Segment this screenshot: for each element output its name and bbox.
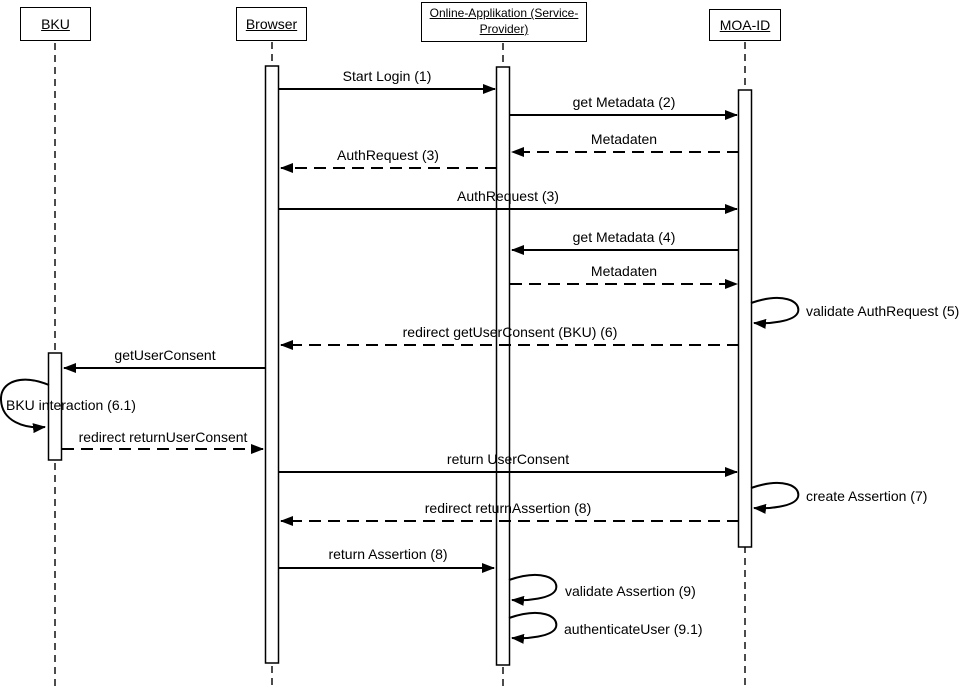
- message-label-authenticateuser: authenticateUser (9.1): [564, 621, 703, 637]
- message-label-authrequest-forward: AuthRequest (3): [457, 188, 559, 204]
- activation-bar-bku: [47, 352, 63, 461]
- message-label-redirect-getuserconsent: redirect getUserConsent (BKU) (6): [402, 324, 618, 340]
- message-label-metadaten-2: Metadaten: [590, 131, 658, 147]
- message-label-validate-authrequest: validate AuthRequest (5): [806, 303, 960, 319]
- participant-box-browser: Browser: [236, 7, 307, 41]
- participant-label-bku: BKU: [41, 15, 70, 32]
- self-loop-validate-authrequest: [750, 297, 800, 329]
- participant-box-bku: BKU: [20, 7, 91, 41]
- message-label-authrequest-redirect: AuthRequest (3): [337, 147, 439, 163]
- self-loop-create-assertion: [750, 482, 800, 514]
- message-label-start-login: Start Login (1): [342, 68, 432, 84]
- participant-box-online-applikation: Online-Applikation (Service- Provider): [421, 2, 587, 42]
- participant-label-online-applikation-line2: Provider): [479, 22, 529, 36]
- participant-label-browser: Browser: [245, 15, 298, 32]
- self-loop-authenticateuser: [508, 612, 558, 644]
- message-label-redirect-returnuserconsent: redirect returnUserConsent: [78, 429, 248, 445]
- participant-box-moa-id: MOA-ID: [709, 9, 781, 41]
- participant-label-moa-id: MOA-ID: [719, 16, 771, 33]
- message-label-bku-interaction: BKU interaction (6.1): [6, 397, 136, 413]
- message-label-return-userconsent: return UserConsent: [446, 451, 570, 467]
- participant-label-online-applikation-line1: Online-Applikation (Service-: [429, 6, 579, 21]
- message-label-metadaten-4: Metadaten: [590, 263, 658, 279]
- message-label-get-metadata-2: get Metadata (2): [572, 94, 676, 110]
- activation-bar-moa-id: [737, 89, 753, 548]
- self-loop-bku-interaction: [0, 378, 50, 434]
- self-loop-validate-assertion: [508, 574, 558, 606]
- message-label-getuserconsent: getUserConsent: [114, 347, 216, 363]
- message-label-get-metadata-4: get Metadata (4): [572, 229, 676, 245]
- activation-bar-online-applikation: [495, 66, 511, 666]
- message-label-redirect-returnassertion: redirect returnAssertion (8): [424, 500, 592, 516]
- message-label-create-assertion: create Assertion (7): [806, 488, 928, 504]
- activation-bar-browser: [264, 65, 280, 664]
- message-label-validate-assertion: validate Assertion (9): [565, 583, 696, 599]
- message-label-return-assertion: return Assertion (8): [328, 546, 448, 562]
